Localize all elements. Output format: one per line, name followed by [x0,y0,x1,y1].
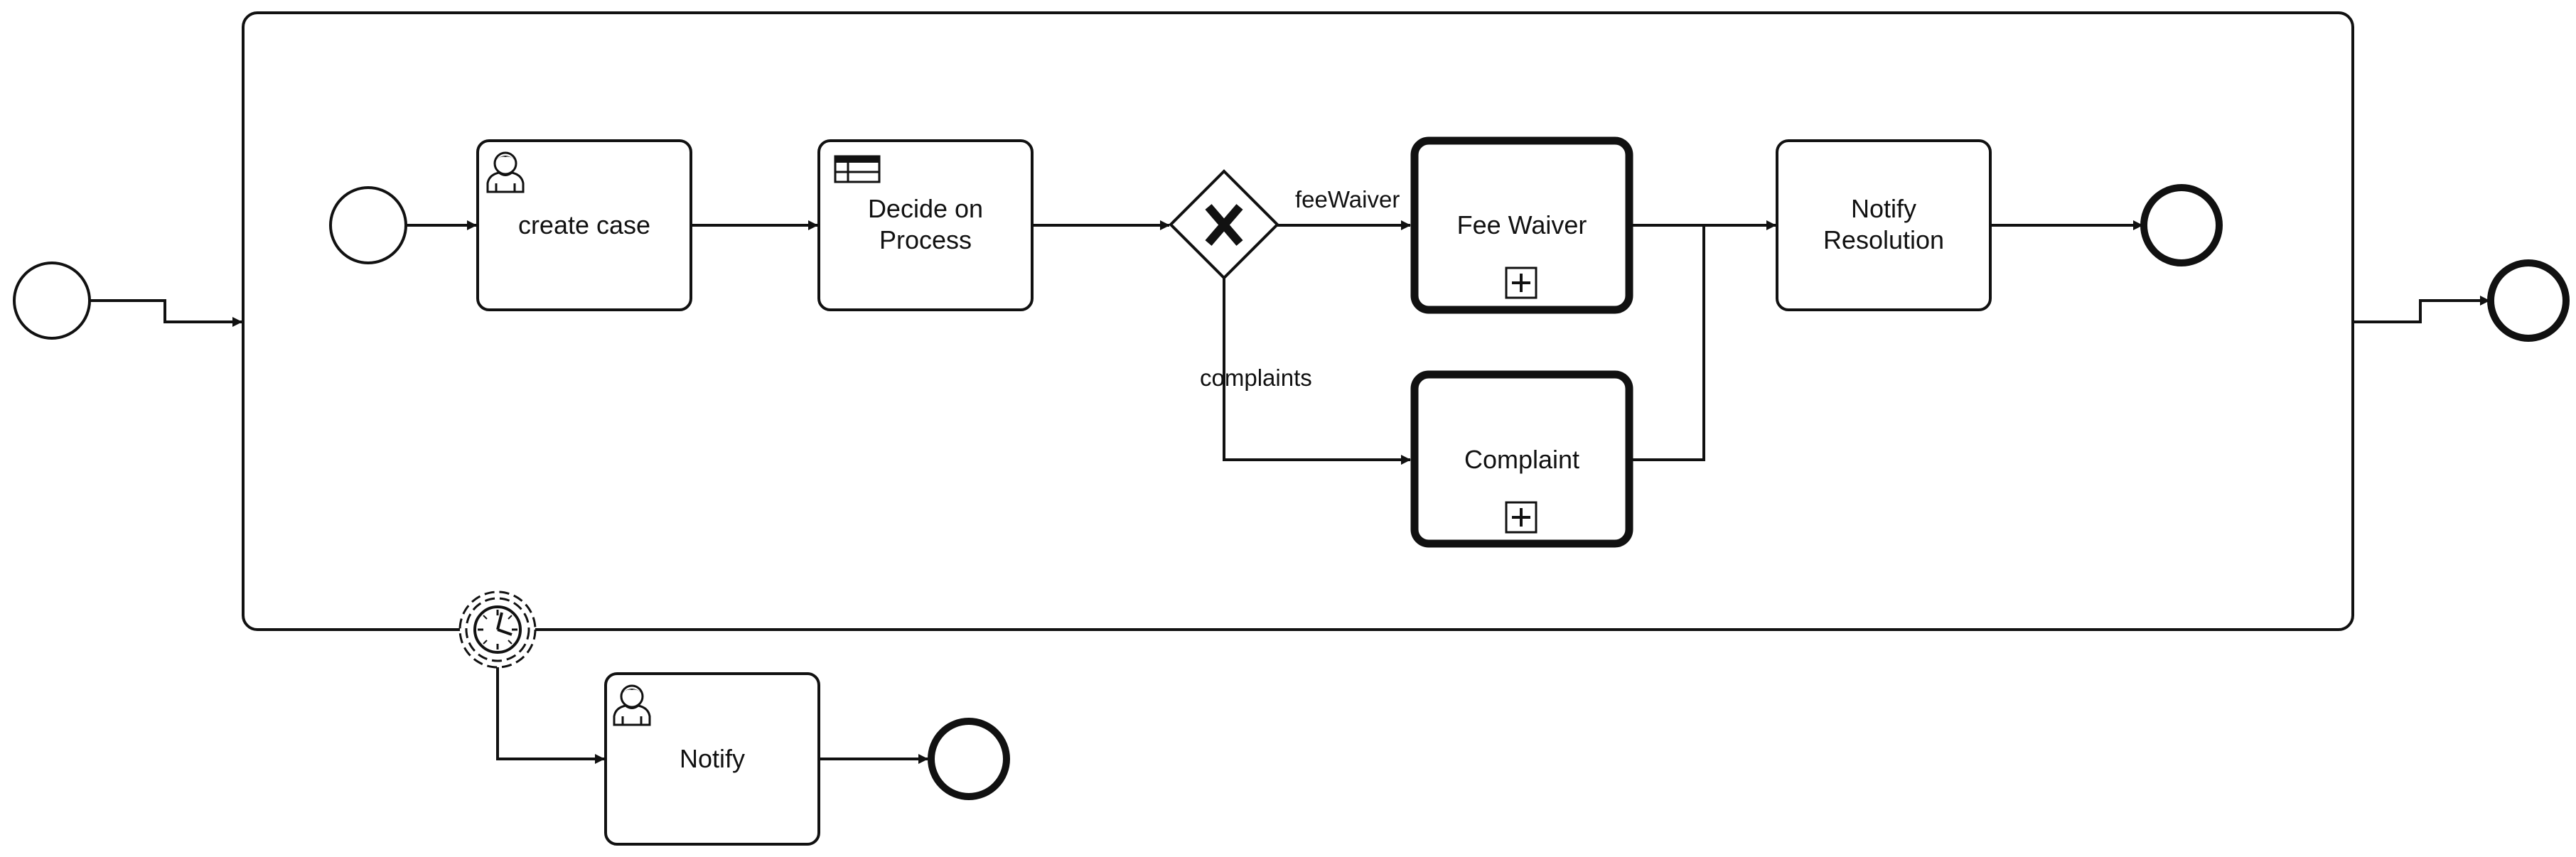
expanded-subprocess[interactable] [242,11,2354,631]
exclusive-gateway[interactable] [1169,169,1279,280]
flow-outer-start-to-subprocess[interactable] [90,299,242,327]
task-decide-on-process[interactable]: Decide on Process [817,139,1034,311]
boundary-timer-event[interactable] [458,591,537,669]
outer-end-event[interactable] [2487,259,2570,342]
task-label-notify-res-line-2: Resolution [1823,225,1944,254]
flow-gateway-to-complaint[interactable] [1223,278,1411,465]
inner-end-event[interactable] [2140,184,2223,266]
task-label-decide-line-2: Process [879,225,972,254]
task-label-decide-line-1: Decide on [868,194,983,223]
x-gateway-icon [1205,204,1243,246]
outer-start-event[interactable] [13,262,91,340]
flow-timer-to-notify[interactable] [496,667,605,764]
task-label-create-case: create case [518,210,650,239]
task-label-notify-res-line-1: Notify [1851,194,1916,223]
task-label-fee-waiver: Fee Waiver [1457,210,1587,239]
task-label-complaint: Complaint [1464,445,1579,474]
table-icon [834,155,881,183]
subprocess-complaint[interactable]: Complaint [1410,370,1633,548]
task-label-notify: Notify [680,744,745,773]
clock-icon [473,605,522,654]
flow-subprocess-to-outer-end[interactable] [2353,296,2490,323]
task-notify-resolution[interactable]: Notify Resolution [1776,139,1992,311]
inner-start-event[interactable] [329,186,407,264]
flow-complaint-to-notify-resolution[interactable] [1632,225,1705,461]
user-icon [486,151,525,193]
user-icon [613,684,651,726]
flow-label-fee-waiver: feeWaiver [1295,186,1400,212]
task-create-case[interactable]: create case [476,139,692,311]
plus-square-icon [1505,501,1537,534]
plus-square-icon [1505,266,1537,299]
task-notify[interactable]: Notify [604,672,820,846]
flow-label-complaints: complaints [1200,365,1312,391]
subprocess-fee-waiver[interactable]: Fee Waiver [1410,136,1633,314]
timer-end-event[interactable] [928,718,1010,800]
